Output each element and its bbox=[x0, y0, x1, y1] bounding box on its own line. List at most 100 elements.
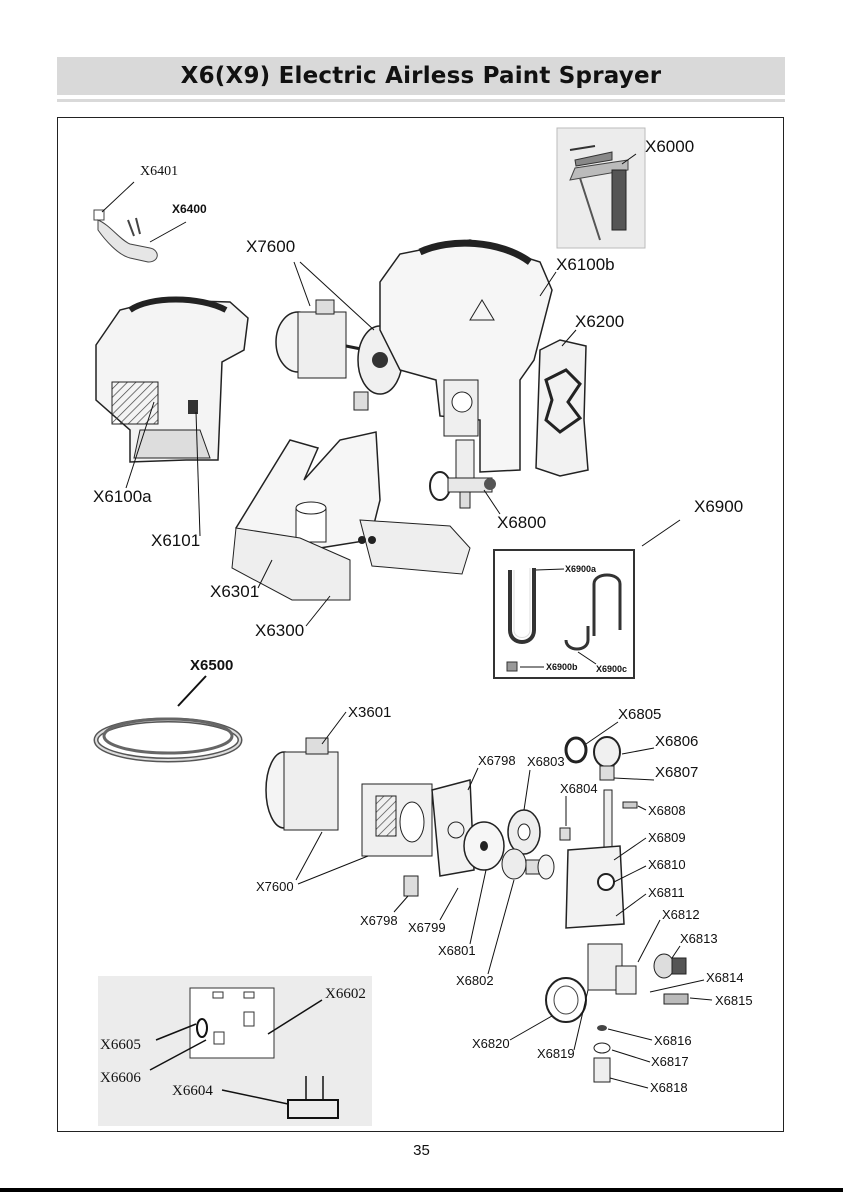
leader-x6806 bbox=[621, 747, 655, 755]
label-x6100b: X6100b bbox=[556, 255, 615, 274]
label-x6819: X6819 bbox=[537, 1046, 575, 1061]
leader-x6802 bbox=[487, 879, 515, 975]
label-x3601: X3601 bbox=[348, 704, 391, 721]
label-x6802: X6802 bbox=[456, 973, 494, 988]
label-x6815: X6815 bbox=[715, 993, 753, 1008]
label-x7600-top: X7600 bbox=[246, 237, 295, 256]
label-x6817: X6817 bbox=[651, 1054, 689, 1069]
label-x6799: X6799 bbox=[408, 920, 446, 935]
label-x6900: X6900 bbox=[694, 497, 743, 516]
label-x6798-bottom: X6798 bbox=[360, 913, 398, 928]
leader-x6300 bbox=[305, 595, 331, 627]
motor-part-bottom bbox=[265, 737, 475, 897]
leader-x6819 bbox=[573, 989, 589, 1051]
bottom-rule bbox=[0, 1188, 843, 1192]
leader-x6803 bbox=[523, 769, 531, 811]
label-x6100a: X6100a bbox=[93, 487, 152, 506]
label-x6900a: X6900a bbox=[565, 564, 597, 574]
label-x6900b: X6900b bbox=[546, 662, 578, 672]
label-x6813: X6813 bbox=[680, 931, 718, 946]
label-x6810: X6810 bbox=[648, 857, 686, 872]
leader-x6400 bbox=[149, 221, 187, 243]
leader-x6900 bbox=[641, 519, 681, 547]
leader-x6811 bbox=[615, 893, 647, 917]
suction-hose-kit bbox=[493, 549, 635, 679]
label-x6816: X6816 bbox=[654, 1033, 692, 1048]
leader-x7600-bottom-1 bbox=[295, 831, 323, 881]
label-x6500: X6500 bbox=[190, 657, 233, 674]
leader-x6301 bbox=[257, 559, 273, 589]
page-number: 35 bbox=[413, 1142, 430, 1159]
label-x6808: X6808 bbox=[648, 803, 686, 818]
leader-x6900a bbox=[535, 568, 565, 571]
leader-x7600-top-1 bbox=[293, 261, 311, 307]
left-housing-part bbox=[95, 296, 249, 463]
label-x6900c: X6900c bbox=[596, 664, 627, 674]
leader-x6809 bbox=[613, 837, 647, 861]
title-underline bbox=[57, 99, 785, 102]
strap-part bbox=[93, 209, 158, 263]
leader-x6606 bbox=[149, 1039, 207, 1071]
label-x6602: X6602 bbox=[325, 986, 366, 1002]
leader-x6812 bbox=[637, 919, 661, 963]
leader-x6604 bbox=[221, 1089, 289, 1105]
right-housing-part bbox=[379, 239, 589, 477]
leader-x6500 bbox=[177, 675, 207, 707]
label-x6807: X6807 bbox=[655, 764, 698, 781]
page-title: X6(X9) Electric Airless Paint Sprayer bbox=[180, 63, 662, 89]
leader-x6818 bbox=[609, 1077, 649, 1089]
label-x6806: X6806 bbox=[655, 733, 698, 750]
leader-x7600-bottom-2 bbox=[297, 855, 369, 885]
leader-x6000 bbox=[621, 153, 637, 165]
leader-x6800 bbox=[483, 489, 501, 515]
label-x6800: X6800 bbox=[497, 513, 546, 532]
leader-x6814 bbox=[649, 979, 705, 993]
label-x6301: X6301 bbox=[210, 582, 259, 601]
leader-x6900c bbox=[577, 651, 597, 665]
label-x7600-bottom: X7600 bbox=[256, 879, 294, 894]
label-x6818: X6818 bbox=[650, 1080, 688, 1095]
leader-x6101 bbox=[195, 411, 201, 537]
label-x6804: X6804 bbox=[560, 781, 598, 796]
leader-x7600-top-2 bbox=[299, 261, 375, 331]
leader-x6100b bbox=[539, 271, 557, 297]
label-x6820: X6820 bbox=[472, 1036, 510, 1051]
leader-x6817 bbox=[611, 1049, 651, 1063]
label-x6812: X6812 bbox=[662, 907, 700, 922]
leader-x3601 bbox=[321, 711, 347, 745]
leader-x6602 bbox=[267, 999, 323, 1035]
label-x6605: X6605 bbox=[100, 1037, 141, 1053]
leader-x6810 bbox=[613, 865, 647, 883]
leader-x6813 bbox=[671, 945, 681, 959]
label-x6101: X6101 bbox=[151, 531, 200, 550]
label-x6604: X6604 bbox=[172, 1083, 213, 1099]
switch-schematic bbox=[98, 976, 372, 1126]
leader-x6807 bbox=[613, 777, 655, 781]
gear-and-disc-parts bbox=[463, 809, 555, 880]
label-x6000: X6000 bbox=[645, 137, 694, 156]
leader-x6401 bbox=[101, 181, 135, 213]
leader-x6100a bbox=[125, 401, 155, 489]
pump-part-top bbox=[429, 379, 496, 509]
label-x6809: X6809 bbox=[648, 830, 686, 845]
stand-part bbox=[231, 431, 471, 601]
pump-part-bottom bbox=[545, 736, 689, 1083]
high-pressure-hose bbox=[93, 717, 243, 763]
label-x6801: X6801 bbox=[438, 943, 476, 958]
leader-x6798-bottom bbox=[393, 895, 409, 913]
leader-x6805 bbox=[585, 721, 619, 745]
spray-gun-part bbox=[556, 127, 646, 249]
label-x6811: X6811 bbox=[648, 885, 685, 900]
label-x6803: X6803 bbox=[527, 754, 565, 769]
leader-x6200 bbox=[561, 329, 577, 347]
label-x6300: X6300 bbox=[255, 621, 304, 640]
leader-x6798-top bbox=[467, 767, 479, 791]
motor-part-top bbox=[275, 299, 403, 411]
leader-x6816 bbox=[607, 1028, 653, 1041]
label-x6814: X6814 bbox=[706, 970, 744, 985]
label-x6400: X6400 bbox=[172, 202, 207, 216]
diagram-frame bbox=[57, 117, 784, 1132]
leader-x6815 bbox=[689, 997, 713, 1001]
label-x6805: X6805 bbox=[618, 706, 661, 723]
